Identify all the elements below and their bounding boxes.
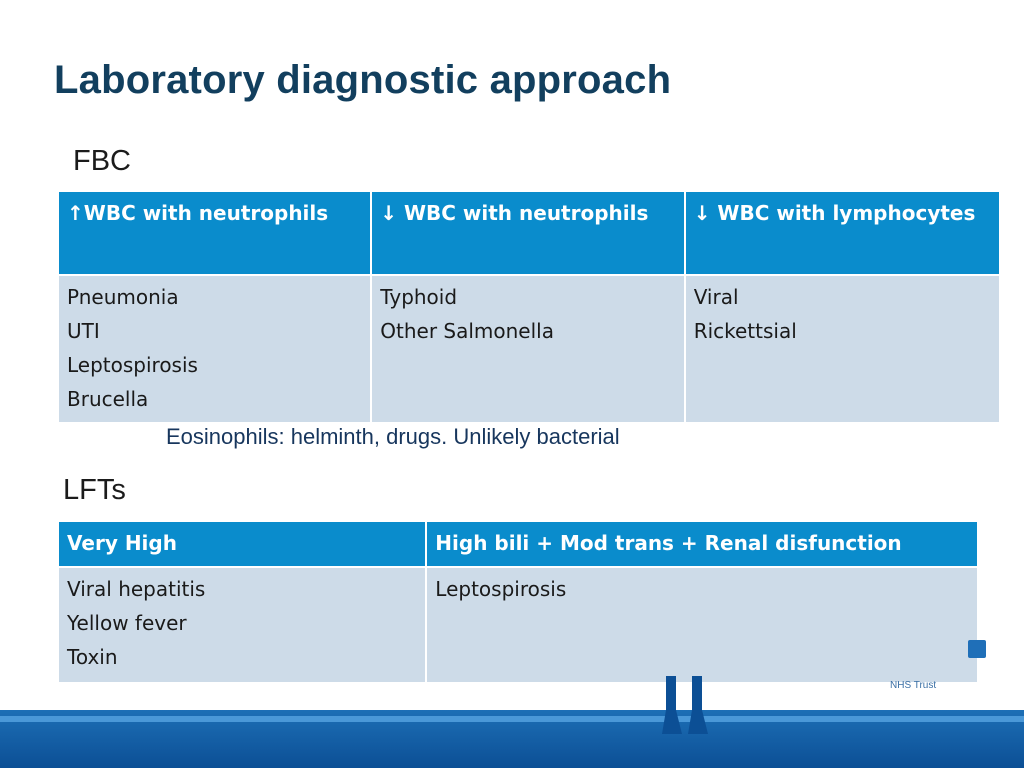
list-item: Yellow fever <box>67 611 187 635</box>
page-title: Laboratory diagnostic approach <box>54 58 672 102</box>
table-row: Viral hepatitis Yellow fever Toxin Lepto… <box>56 566 979 684</box>
list-item: Leptospirosis <box>435 577 567 601</box>
lfts-cell-very-high: Viral hepatitis Yellow fever Toxin <box>56 566 428 684</box>
lfts-table: Very High High bili + Mod trans + Renal … <box>56 520 979 684</box>
fbc-header-cell: ↑WBC with neutrophils <box>56 190 373 276</box>
fbc-section-label: FBC <box>73 145 131 177</box>
list-item: Toxin <box>67 645 118 669</box>
footer-stripe <box>0 716 1024 722</box>
fbc-header-row: ↑WBC with neutrophils ↓ WBC with neutrop… <box>56 190 1002 276</box>
list-item: Rickettsial <box>693 319 797 343</box>
lfts-section-label: LFTs <box>63 474 126 506</box>
fbc-table: ↑WBC with neutrophils ↓ WBC with neutrop… <box>56 190 1002 424</box>
fbc-cell-high-neutrophils: Pneumonia UTI Leptospirosis Brucella <box>56 274 373 424</box>
eosinophils-note: Eosinophils: helminth, drugs. Unlikely b… <box>166 424 620 449</box>
list-item: Leptospirosis <box>67 353 198 377</box>
list-item: Other Salmonella <box>380 319 554 343</box>
list-item: UTI <box>67 319 100 343</box>
fbc-header-cell: ↓ WBC with neutrophils <box>370 190 686 276</box>
nhs-trust-text: NHS Trust <box>890 680 937 691</box>
list-item: Pneumonia <box>67 285 179 309</box>
list-item: Viral hepatitis <box>67 577 206 601</box>
table-row: Pneumonia UTI Leptospirosis Brucella Typ… <box>56 274 1002 424</box>
fbc-cell-low-neutrophils: Typhoid Other Salmonella <box>370 274 686 424</box>
decorative-pillars-icon <box>662 676 708 734</box>
lfts-header-cell: High bili + Mod trans + Renal disfunctio… <box>425 520 979 568</box>
lfts-cell-high-bili: Leptospirosis <box>425 566 979 684</box>
list-item: Viral <box>693 285 739 309</box>
list-item: Brucella <box>67 387 149 411</box>
fbc-header-cell: ↓ WBC with lymphocytes <box>683 190 1002 276</box>
fbc-cell-low-lymphocytes: Viral Rickettsial <box>683 274 1002 424</box>
lfts-header-row: Very High High bili + Mod trans + Renal … <box>56 520 979 568</box>
list-item: Typhoid <box>380 285 458 309</box>
lfts-header-cell: Very High <box>56 520 428 568</box>
nhs-logo-icon <box>968 640 986 658</box>
